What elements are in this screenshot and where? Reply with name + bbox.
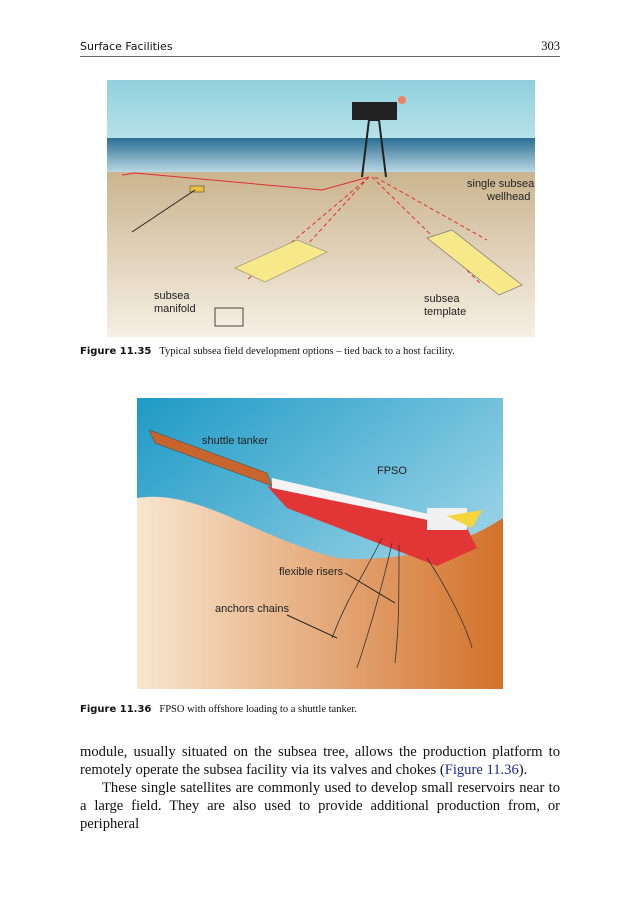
label-subsea-template-1: subsea — [424, 293, 460, 305]
figure-11-35-caption: Figure 11.35 Typical subsea field develop… — [80, 346, 455, 357]
running-header: Surface Facilities 303 — [80, 38, 560, 57]
section-title: Surface Facilities — [80, 40, 173, 53]
caption-text: Typical subsea field development options… — [159, 346, 455, 357]
fpso-figure: shuttle tanker FPSO flexible risers anch… — [137, 398, 503, 689]
label-fpso: FPSO — [377, 465, 407, 477]
figure-number: Figure 11.36 — [80, 704, 152, 715]
text: ). — [518, 762, 528, 778]
manifold-shape — [234, 239, 328, 283]
label-subsea-manifold-1: subsea — [154, 290, 190, 302]
label-single-subsea: single subsea — [467, 178, 535, 190]
subsea-field-figure: single subsea wellhead subsea manifold s… — [107, 80, 535, 337]
figure-reference-link[interactable]: Figure 11.36 — [444, 762, 519, 778]
paragraph-2: These single satellites are commonly use… — [80, 780, 560, 832]
fpso-hull — [267, 486, 477, 566]
label-subsea-template-2: template — [424, 306, 466, 318]
text: module, usually situated on the subsea t… — [80, 744, 560, 778]
caption-text: FPSO with offshore loading to a shuttle … — [159, 704, 357, 715]
paragraph-1: module, usually situated on the subsea t… — [80, 743, 560, 779]
label-flexible-risers: flexible risers — [279, 566, 344, 578]
page-number: 303 — [541, 39, 560, 53]
figure-number: Figure 11.35 — [80, 346, 152, 357]
label-shuttle-tanker: shuttle tanker — [202, 435, 268, 447]
label-wellhead: wellhead — [486, 191, 530, 203]
template-shape — [426, 229, 523, 296]
label-anchors-chains: anchors chains — [215, 603, 289, 615]
figure-11-36-caption: Figure 11.36 FPSO with offshore loading t… — [80, 704, 357, 715]
platform-icon — [352, 96, 406, 178]
label-subsea-manifold-2: manifold — [154, 303, 196, 315]
body-text: module, usually situated on the subsea t… — [80, 743, 560, 833]
